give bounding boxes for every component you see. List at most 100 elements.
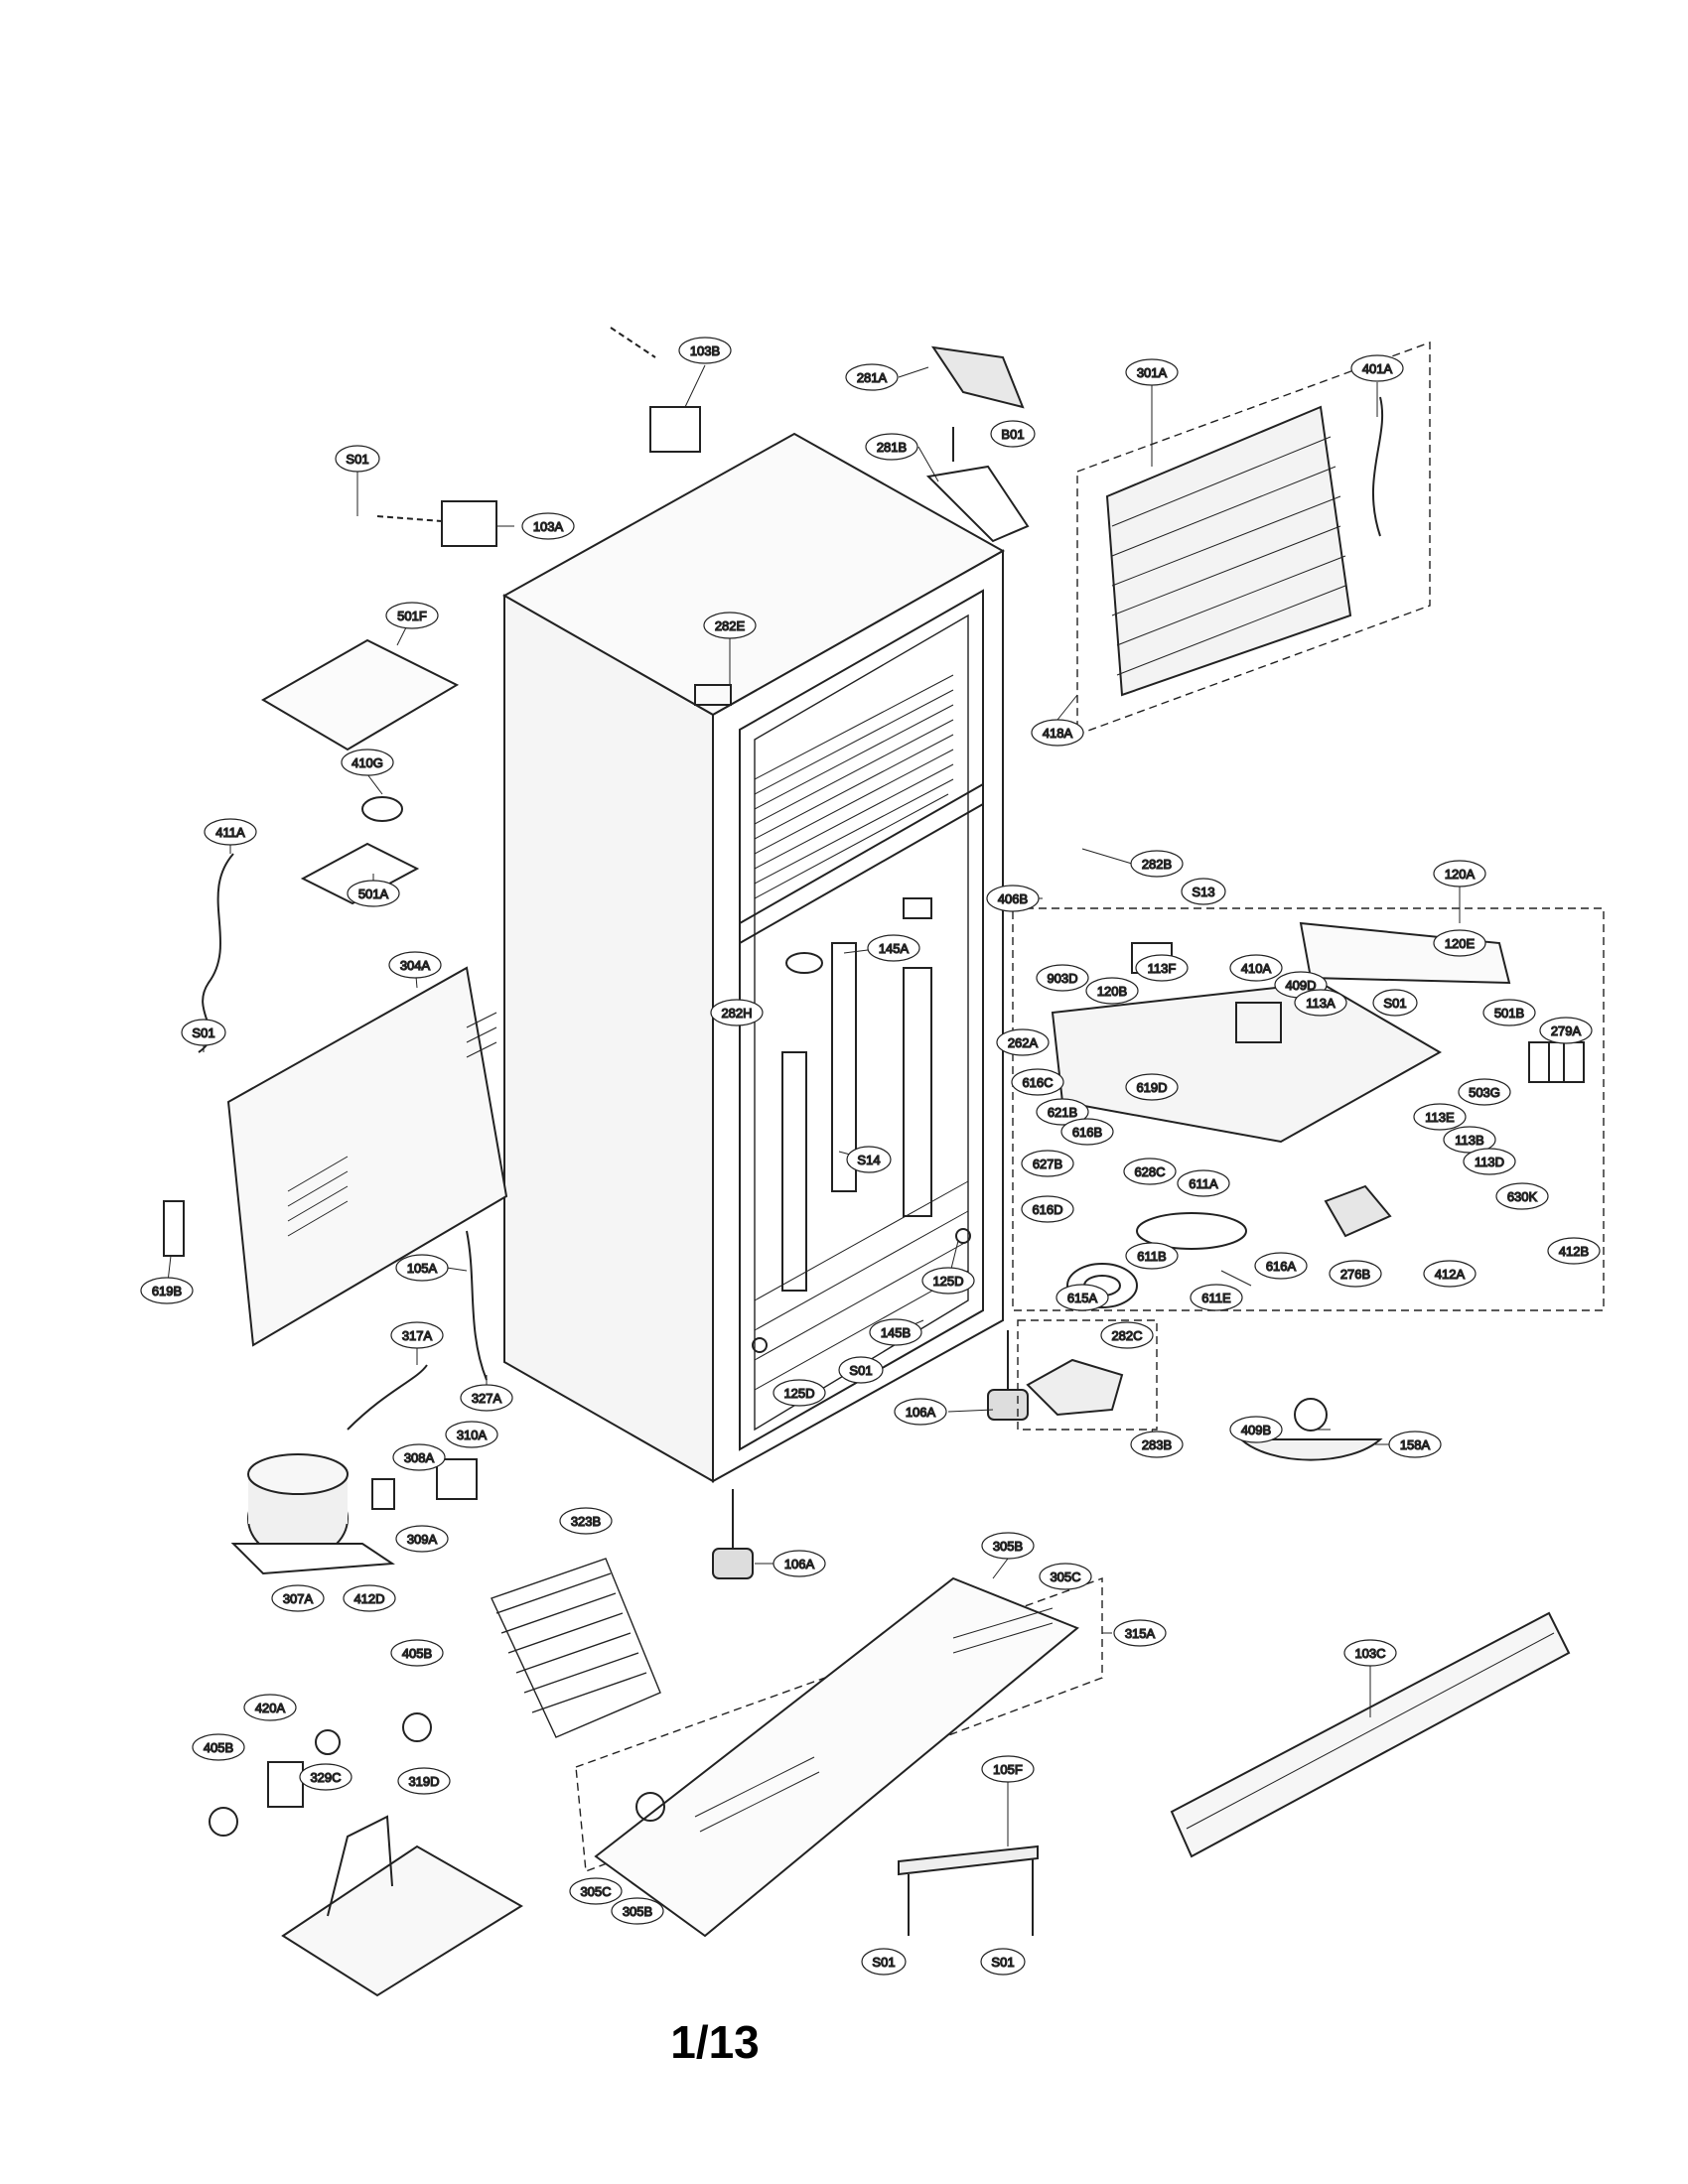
svg-text:315A: 315A [1125,1626,1156,1641]
svg-text:409B: 409B [1241,1423,1271,1437]
part-label: 619B [140,1277,194,1304]
part-label: 319D [397,1767,451,1795]
svg-text:411A: 411A [215,825,245,840]
svg-text:627B: 627B [1033,1157,1062,1171]
overload-protector [436,1458,478,1500]
lamp-bulb [1294,1398,1328,1432]
ice-duct-assembly [1012,907,1605,1311]
drain-tube [466,1230,488,1381]
svg-text:305C: 305C [1050,1570,1080,1584]
svg-text:628C: 628C [1134,1164,1165,1179]
part-label: 405B [390,1639,444,1667]
part-label: 616B [1060,1118,1114,1146]
svg-text:276B: 276B [1340,1267,1370,1282]
svg-text:401A: 401A [1362,361,1393,376]
svg-text:409D: 409D [1285,978,1316,993]
part-label: 120E [1433,929,1486,957]
base-plate [575,1576,1103,1938]
part-label: 420A [243,1694,297,1721]
part-label: 282E [703,612,757,639]
part-label: 145B [869,1318,922,1346]
part-label: S01 [861,1948,907,1976]
svg-text:406B: 406B [998,891,1028,906]
svg-text:282B: 282B [1142,857,1172,872]
side-connector [163,1200,185,1257]
part-label: 616A [1254,1252,1308,1280]
svg-text:282H: 282H [721,1006,752,1021]
svg-text:304A: 304A [400,958,431,973]
front-grille [1170,1611,1571,1858]
part-label: 327A [460,1384,513,1412]
part-label: 501B [1482,999,1536,1026]
svg-text:105A: 105A [407,1261,438,1276]
svg-text:327A: 327A [472,1391,502,1406]
part-label: 401A [1350,354,1404,382]
part-label: 611E [1190,1284,1243,1311]
svg-text:621B: 621B [1048,1105,1077,1120]
svg-text:279A: 279A [1551,1024,1582,1038]
part-label: 310A [445,1421,498,1448]
svg-text:501B: 501B [1494,1006,1524,1021]
fan-motor [267,1761,304,1808]
svg-text:281A: 281A [857,370,888,385]
side-rail-right [903,967,932,1217]
svg-text:113F: 113F [1148,961,1177,976]
compressor-strap [347,1364,428,1431]
freezer-evaporator-cover [754,674,954,899]
part-label: 317A [390,1321,444,1349]
side-rail-left [781,1051,807,1292]
part-label: 105F [981,1755,1035,1783]
svg-text:611E: 611E [1201,1291,1231,1305]
svg-text:619B: 619B [152,1284,182,1298]
part-label: 615A [1055,1284,1109,1311]
svg-text:262A: 262A [1008,1035,1039,1050]
svg-text:125D: 125D [932,1274,963,1289]
part-label: 103B [678,337,732,364]
svg-text:282C: 282C [1111,1328,1142,1343]
svg-text:410G: 410G [352,755,383,770]
svg-text:611B: 611B [1137,1249,1166,1264]
side-rail-mid [831,942,857,1192]
part-label: B01 [990,420,1036,448]
cabinet-body [501,432,1006,1483]
part-label: 279A [1539,1017,1593,1044]
svg-text:903D: 903D [1047,971,1077,986]
part-label: 283B [1130,1431,1184,1458]
top-vent-front [441,500,497,547]
svg-text:113B: 113B [1455,1133,1483,1148]
top-hinge [925,465,1030,543]
part-label: 621B [1036,1098,1089,1126]
svg-text:319D: 319D [408,1774,439,1789]
svg-text:308A: 308A [404,1450,435,1465]
control-cover [261,638,460,751]
top-vent-rear [649,406,701,453]
svg-text:418A: 418A [1043,726,1073,741]
part-label: 305B [981,1532,1035,1560]
svg-text:412B: 412B [1559,1244,1589,1259]
motor-bracket [315,1729,341,1755]
part-label: 307A [271,1584,325,1612]
part-label: 282H [710,999,764,1026]
svg-text:305B: 305B [993,1539,1023,1554]
svg-text:329C: 329C [310,1770,341,1785]
part-label: 412D [343,1584,396,1612]
part-label: 305C [1039,1563,1092,1590]
svg-text:405B: 405B [402,1646,432,1661]
damper-assembly [1017,1319,1158,1431]
svg-text:S01: S01 [872,1955,895,1970]
part-label: 308A [392,1443,446,1471]
svg-text:145A: 145A [879,941,910,956]
fan-blade-right [402,1712,432,1742]
part-label: 125D [773,1379,826,1407]
part-label: 323B [559,1507,613,1535]
part-label: 125D [921,1267,975,1295]
leveling-foot-rear [987,1330,1029,1421]
part-label: 309A [395,1525,449,1553]
part-label: 411A [204,818,257,846]
svg-text:106A: 106A [906,1405,936,1420]
svg-text:615A: 615A [1067,1291,1098,1305]
svg-text:106A: 106A [784,1557,815,1571]
svg-text:405B: 405B [204,1740,233,1755]
part-label: 611A [1177,1169,1230,1197]
